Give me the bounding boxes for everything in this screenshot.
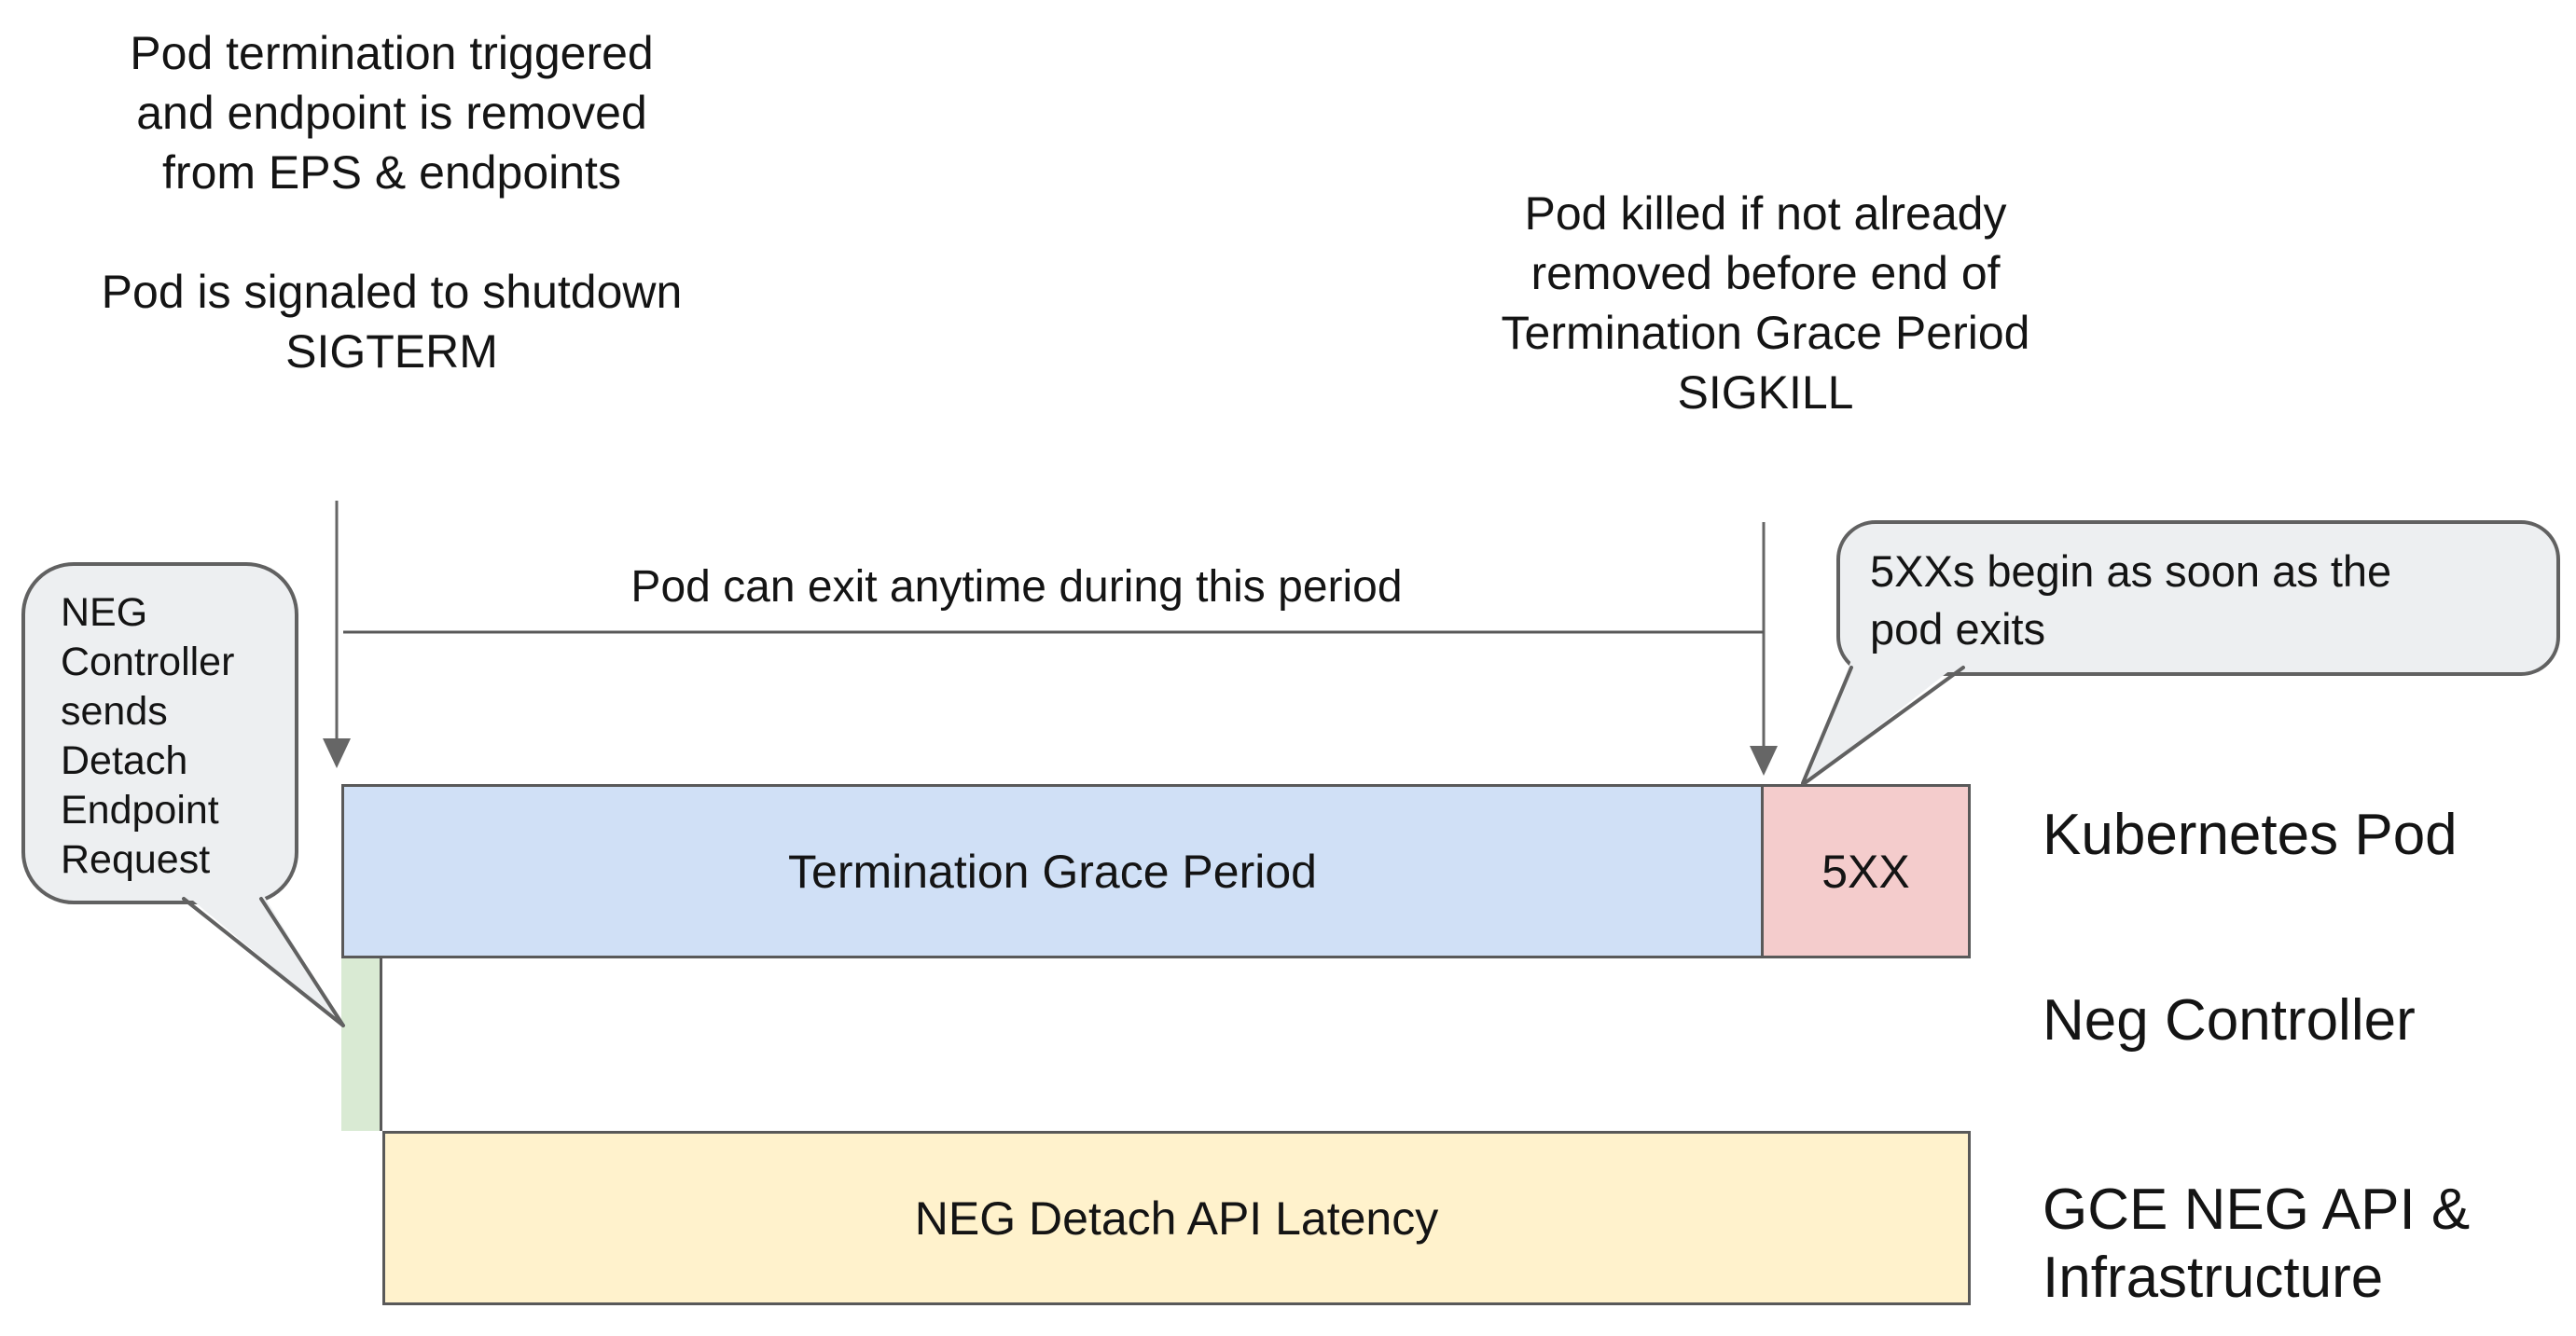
sigkill-arrow-icon <box>1750 522 1778 776</box>
bubble-line: 5XXs begin as soon as the <box>1870 546 2392 596</box>
note-line <box>56 202 727 262</box>
neg-detach-api-latency-label: NEG Detach API Latency <box>914 1191 1439 1245</box>
pod-termination-note: Pod termination triggered and endpoint i… <box>56 23 727 381</box>
note-line: SIGTERM <box>285 325 498 378</box>
lane-label-gce-neg-api: GCE NEG API & Infrastructure <box>2043 1176 2470 1312</box>
pod-killed-note: Pod killed if not already removed before… <box>1392 184 2139 422</box>
bubble-line: Controller <box>61 640 235 684</box>
termination-grace-period-label: Termination Grace Period <box>788 845 1317 898</box>
bubble-line: NEG <box>61 590 148 635</box>
lane-label-neg-controller: Neg Controller <box>2043 988 2416 1053</box>
lane-label-line: Infrastructure <box>2043 1246 2384 1310</box>
note-line: SIGKILL <box>1677 366 1854 419</box>
bubble-line: sends <box>61 689 168 734</box>
neg-detach-request-marker <box>341 958 382 1131</box>
exit-window-label: Pod can exit anytime during this period <box>630 562 1403 612</box>
note-line: Pod termination triggered <box>130 27 654 79</box>
right-bubble-tail <box>1801 660 1965 785</box>
note-line: Termination Grace Period <box>1501 307 2030 359</box>
sigterm-arrow-icon <box>323 501 351 768</box>
note-line: Pod killed if not already <box>1524 187 2007 240</box>
termination-grace-period-bar: Termination Grace Period <box>341 784 1764 958</box>
note-line: Pod is signaled to shutdown <box>101 266 683 318</box>
note-line: removed before end of <box>1530 247 2001 299</box>
five-xx-label: 5XX <box>1821 845 1910 898</box>
bubble-line: pod exits <box>1870 604 2046 654</box>
left-bubble-tail <box>182 891 345 1027</box>
neg-detach-api-latency-bar: NEG Detach API Latency <box>382 1131 1971 1305</box>
bubble-line: Endpoint <box>61 788 219 833</box>
five-xx-bar: 5XX <box>1761 784 1971 958</box>
lane-label-kubernetes-pod: Kubernetes Pod <box>2043 803 2458 867</box>
bubble-line: Detach <box>61 738 188 783</box>
note-line: from EPS & endpoints <box>162 146 621 199</box>
five-xx-begin-bubble: 5XXs begin as soon as the pod exits <box>1836 520 2560 676</box>
lane-label-line: GCE NEG API & <box>2043 1178 2471 1242</box>
note-line: and endpoint is removed <box>136 87 647 139</box>
neg-controller-detach-bubble: NEG Controller sends Detach Endpoint Req… <box>21 562 298 904</box>
bubble-line: Request <box>61 837 211 882</box>
